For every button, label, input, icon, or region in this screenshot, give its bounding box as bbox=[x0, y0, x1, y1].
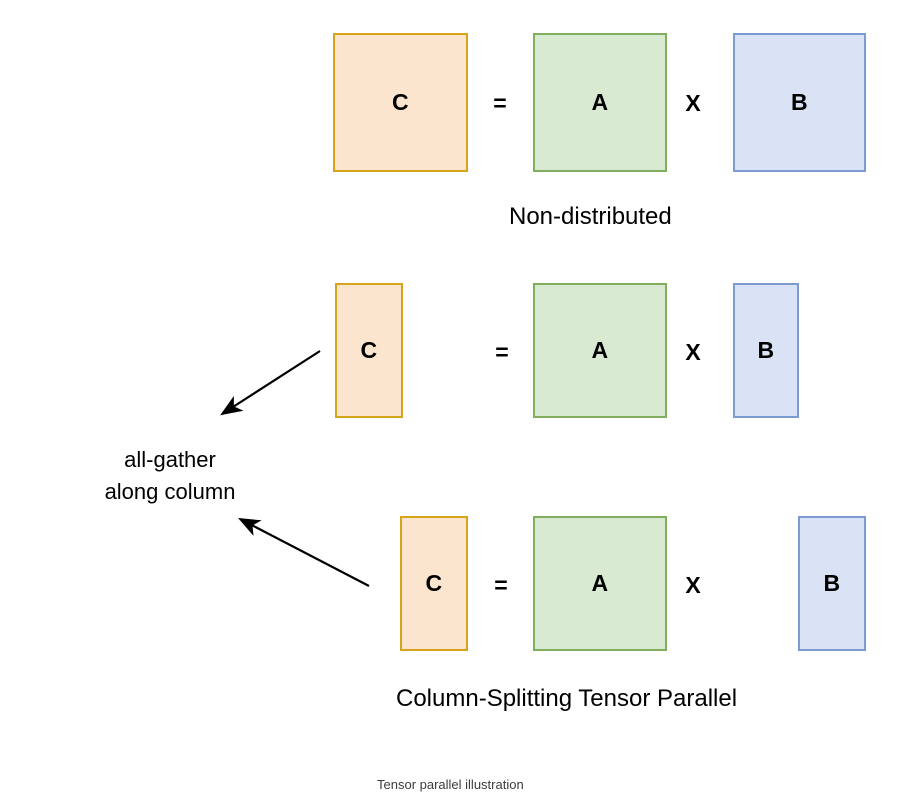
matrix-box-b-row2: B bbox=[733, 283, 799, 418]
matrix-box-a-row2: A bbox=[533, 283, 667, 418]
all-gather-arrow-lower bbox=[238, 517, 370, 587]
matrix-label-a-row3: A bbox=[591, 570, 609, 596]
equals-symbol-row1: = bbox=[493, 89, 507, 116]
operator-equals-row2: = bbox=[489, 339, 515, 365]
caption-non-distributed: Non-distributed bbox=[509, 203, 672, 231]
equals-symbol-row2: = bbox=[495, 338, 509, 365]
matrix-label-a-row1: A bbox=[591, 89, 609, 115]
caption-column-splitting: Column-Splitting Tensor Parallel bbox=[396, 685, 737, 713]
all-gather-annotation-line2: along column bbox=[104, 478, 236, 504]
all-gather-annotation-line1: all-gather bbox=[124, 447, 216, 472]
operator-times-row3: X bbox=[680, 572, 706, 598]
caption-non-distributed-text: Non-distributed bbox=[509, 203, 672, 230]
matrix-label-c-row2: C bbox=[360, 337, 378, 363]
all-gather-arrow-upper bbox=[220, 350, 321, 416]
matrix-label-b-row2: B bbox=[757, 337, 775, 363]
matrix-box-c-row1: C bbox=[333, 33, 468, 172]
figure-footer-note-text: Tensor parallel illustration bbox=[377, 777, 524, 792]
operator-equals-row1: = bbox=[487, 90, 513, 116]
matrix-label-a-row2: A bbox=[591, 337, 609, 363]
operator-times-row1: X bbox=[680, 90, 706, 116]
operator-equals-row3: = bbox=[488, 572, 514, 598]
times-symbol-row1: X bbox=[685, 89, 701, 116]
matrix-label-c-row1: C bbox=[391, 89, 410, 115]
matrix-box-b-row3: B bbox=[798, 516, 866, 651]
times-symbol-row2: X bbox=[685, 338, 701, 365]
matrix-label-c-row3: C bbox=[425, 570, 443, 596]
matrix-label-b-row1: B bbox=[790, 89, 809, 115]
figure-footer-note: Tensor parallel illustration bbox=[377, 777, 524, 793]
times-symbol-row3: X bbox=[685, 571, 701, 598]
matrix-box-c-row3: C bbox=[400, 516, 468, 651]
caption-column-splitting-text: Column-Splitting Tensor Parallel bbox=[396, 685, 738, 712]
operator-times-row2: X bbox=[680, 339, 706, 365]
matrix-label-b-row3: B bbox=[823, 570, 841, 596]
matrix-box-a-row1: A bbox=[533, 33, 667, 172]
matrix-box-c-row2: C bbox=[335, 283, 403, 418]
matrix-box-a-row3: A bbox=[533, 516, 667, 651]
all-gather-annotation: all-gather along column bbox=[90, 444, 250, 508]
matrix-box-b-row1: B bbox=[733, 33, 866, 172]
equals-symbol-row3: = bbox=[494, 571, 508, 598]
